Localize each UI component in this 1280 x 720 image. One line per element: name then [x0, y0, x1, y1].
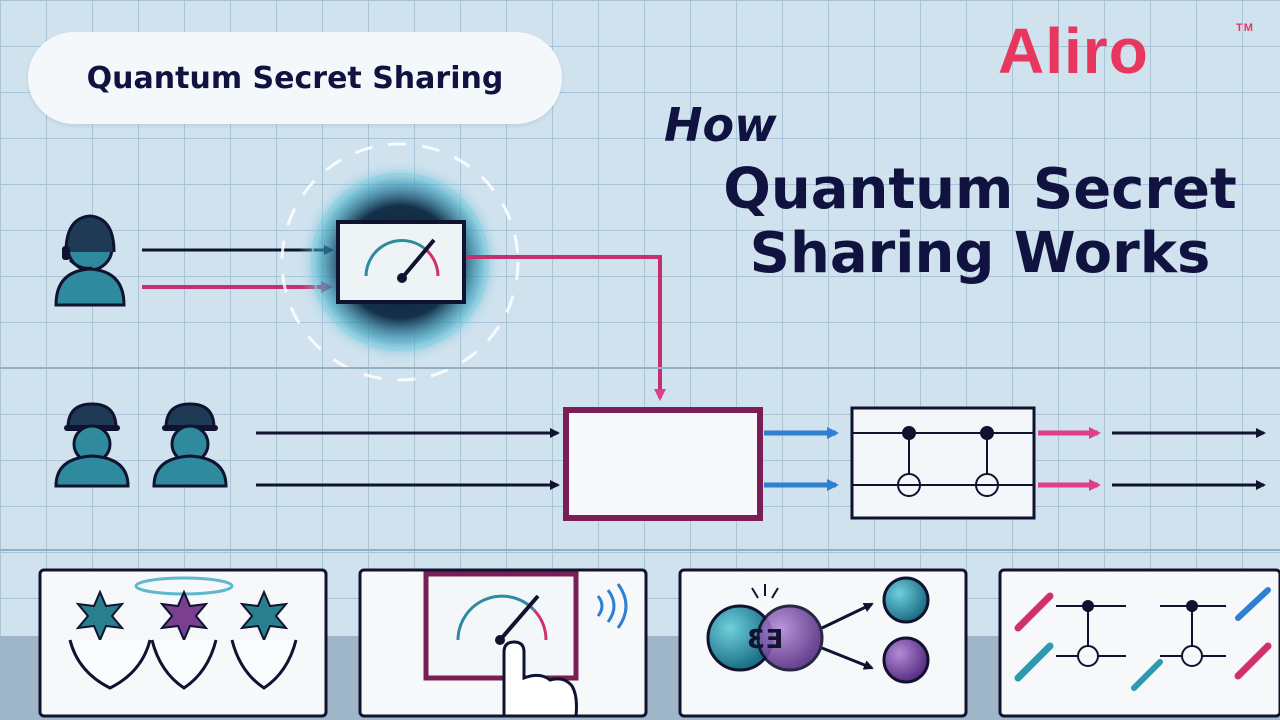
participant-1-icon — [54, 402, 130, 488]
panel-touch-gauge — [358, 568, 648, 718]
panel-cnot-tools — [998, 568, 1280, 718]
participant-2-icon — [152, 402, 228, 488]
gauge-meter-icon — [336, 220, 466, 304]
trademark-mark: TM — [1236, 22, 1254, 34]
topic-badge-label: Quantum Secret Sharing — [86, 60, 504, 96]
brand-logo: Aliro TM — [998, 14, 1254, 87]
brand-logo-text: Aliro — [998, 15, 1149, 87]
dealer-person-icon — [54, 214, 126, 307]
headline-title: Quantum Secret Sharing Works — [723, 157, 1237, 286]
svg-text:ƐƎ: ƐƎ — [747, 625, 783, 655]
panel-star-particles — [38, 568, 328, 718]
headline-prefix: How — [664, 98, 777, 152]
measurement-to-mixer-line — [466, 255, 666, 401]
cnot-gate-box — [850, 406, 1036, 520]
panel-entangled-spheres: ƐƎ — [678, 568, 968, 718]
mixer-box — [563, 407, 763, 521]
topic-badge: Quantum Secret Sharing — [28, 32, 562, 124]
